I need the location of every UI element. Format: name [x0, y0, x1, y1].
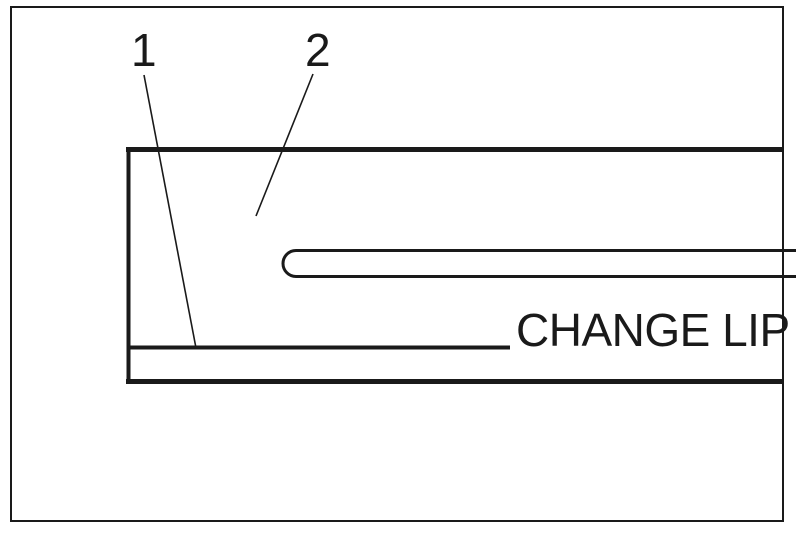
callout-number-1: 1: [131, 24, 157, 76]
callout-number-2: 2: [305, 24, 331, 76]
leader-line-1: [143, 74, 197, 349]
part-label-change-lip: CHANGE LIP: [516, 304, 790, 356]
slot-groove-outline: [281, 249, 796, 278]
figure-border: [10, 6, 784, 522]
leader-line-2: [255, 73, 314, 217]
